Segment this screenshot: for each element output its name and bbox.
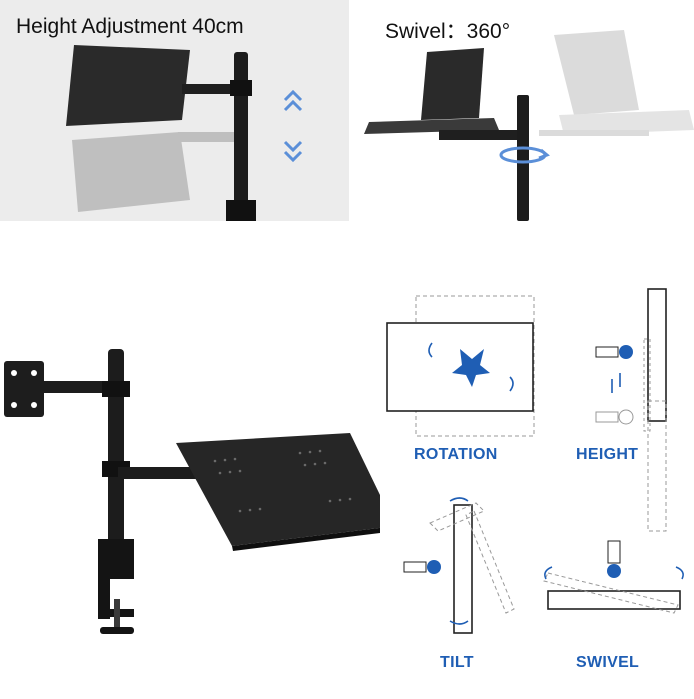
rotation-label: ROTATION	[414, 446, 498, 463]
height-adjustment-panel: Height Adjustment 40cm	[0, 0, 349, 221]
rotation-diagram	[386, 295, 535, 437]
laptop-tray	[176, 433, 396, 551]
height-diagram	[595, 288, 667, 532]
product-photo	[0, 221, 400, 699]
swivel-panel: Swivel：360°	[349, 0, 694, 221]
tray-arm	[439, 130, 529, 140]
ghost-laptop	[539, 30, 694, 136]
height-adjustment-caption: Height Adjustment 40cm	[16, 15, 244, 38]
double-chevron-down-icon	[283, 140, 303, 163]
monitor-arm-with-laptop-tray	[4, 349, 396, 634]
tilt-label: TILT	[440, 654, 474, 671]
adjustment-diagrams: ROTATION HEIGHT TILT SWIVEL	[380, 221, 694, 699]
vesa-plate	[4, 361, 44, 417]
desk-clamp	[98, 539, 134, 634]
mount-pole	[108, 349, 124, 549]
double-chevron-up-icon	[283, 89, 303, 112]
pole-collar	[230, 80, 252, 96]
tray-arm	[118, 467, 198, 479]
swivel-diagram	[543, 540, 684, 614]
adjustment-diagram-art	[386, 288, 684, 634]
ghost-laptop-tray	[72, 132, 238, 212]
monitor-arm	[40, 381, 115, 393]
swivel-label: SWIVEL	[576, 654, 640, 671]
height-adjustment-illustration	[66, 45, 303, 221]
tilt-diagram	[403, 497, 515, 634]
pole-collar-top	[102, 381, 130, 397]
laptop	[364, 48, 499, 134]
swivel-illustration	[364, 30, 694, 221]
laptop-tray	[66, 45, 190, 126]
mount-pole	[517, 95, 529, 221]
rotate-arrow-icon	[499, 146, 550, 164]
swivel-caption: Swivel：360°	[385, 20, 511, 43]
tray-arm	[182, 84, 240, 94]
height-label: HEIGHT	[576, 446, 639, 463]
pole-base	[226, 200, 256, 221]
mount-pole	[234, 52, 248, 212]
